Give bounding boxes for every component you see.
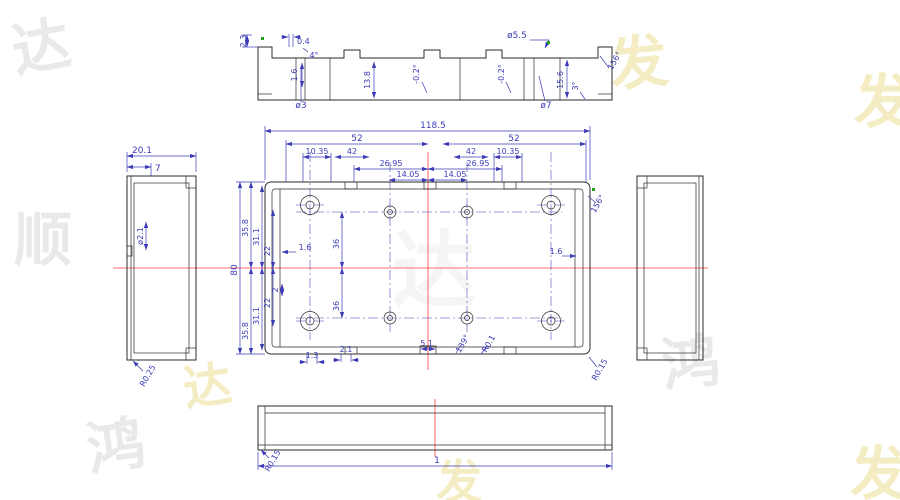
dim-section-dia3: ø3 [295, 101, 306, 111]
boss-hole [541, 195, 561, 215]
watermark-glyph: 达 [180, 356, 235, 418]
dim-plan-10-35-right: 10.35 [497, 147, 520, 156]
dim-section-dia5-5: ø5.5 [507, 31, 527, 41]
watermark-glyph: 发 [436, 455, 482, 500]
dim-plan-80: 80 [230, 264, 240, 276]
front-outline [257, 405, 613, 451]
watermark-glyph: 达 [392, 222, 476, 320]
dim-plan-r0-15: R0.15 [590, 357, 609, 382]
dim-plan-10-35-left: 10.35 [306, 147, 329, 156]
dim-section-draft-a: -0.2° [412, 64, 421, 84]
dim-plan-22-bottom: 22 [263, 298, 272, 308]
screw-hole [383, 311, 397, 325]
dim-plan-2-1: 2.1 [340, 345, 353, 354]
green-mark [547, 41, 550, 44]
watermark-glyph: 发 [850, 440, 900, 500]
center-lines [113, 152, 708, 457]
dim-plan-35-8-bottom: 35.8 [241, 322, 250, 340]
watermark-glyph: 鸿 [82, 408, 149, 483]
watermark-glyph: 鸿 [658, 326, 723, 400]
dim-section-15-6: 15.6 [556, 71, 565, 89]
boss-hole [300, 195, 320, 215]
watermark-glyph: 顺 [14, 206, 72, 274]
dim-plan-35-8-top: 35.8 [241, 219, 250, 237]
dim-plan-26-95-left: 26.95 [380, 159, 403, 168]
dim-plan-2: 2 [271, 287, 280, 292]
dim-section-dia7: ø7 [540, 101, 551, 111]
dim-left-dia2-1: ø2.1 [136, 227, 145, 245]
reference-marks [261, 37, 595, 191]
dim-plan-139deg: 139° [454, 333, 471, 354]
dim-front-1: 1 [434, 456, 440, 466]
green-mark [592, 188, 595, 191]
dim-plan-14-05-right: 14.05 [444, 170, 467, 179]
dim-section-draft-b: -0.2° [497, 64, 506, 84]
dim-plan-118-5: 118.5 [420, 121, 446, 131]
dim-plan-31-1-top: 31.1 [252, 228, 261, 246]
dim-left-7: 7 [155, 164, 161, 174]
dim-plan-14-05-left: 14.05 [397, 170, 420, 179]
dim-plan-1-3: 1.3 [306, 351, 319, 360]
dim-left-20-1: 20.1 [132, 146, 152, 156]
right-side-view [636, 175, 704, 361]
dim-plan-5-1: 5.1 [420, 339, 433, 348]
boss-hole [541, 311, 561, 331]
watermark-glyph: 发 [606, 26, 671, 100]
dim-section-2-3: 2.3 [239, 35, 248, 48]
watermark-glyph: 达 [7, 9, 76, 86]
dim-plan-r0-1: R0.1 [480, 334, 497, 354]
watermarks: 达 顺 鸿 发 发 鸿 发 发 达 达 [7, 9, 900, 500]
green-mark [261, 37, 264, 40]
dim-section-4deg: 4° [309, 51, 318, 60]
watermark-glyph: 发 [854, 68, 900, 136]
section-view: 2.3 0.4 4° 1.6 ø3 13.8 -0.2° -0.2° ø5.5 … [239, 31, 624, 111]
left-side-view: 20.1 7 ø2.1 R0.25 [126, 146, 197, 388]
front-view: 1 R0.15 [257, 405, 613, 473]
dim-left-r0-25: R0.25 [138, 363, 157, 388]
dim-section-13-8: 13.8 [363, 71, 372, 89]
dim-section-1-6: 1.6 [290, 69, 299, 82]
dim-plan-22-top: 22 [263, 246, 272, 256]
screw-hole [460, 205, 474, 219]
dim-front-r0-15: R0.15 [263, 448, 282, 473]
dim-plan-156deg: 156° [589, 193, 606, 214]
dim-section-0-4: 0.4 [297, 37, 310, 46]
dim-plan-42-right: 42 [466, 147, 476, 156]
dim-section-3deg: 3° [571, 81, 580, 90]
dim-plan-31-1-bottom: 31.1 [252, 307, 261, 325]
dim-plan-42-left: 42 [347, 147, 357, 156]
dim-plan-36-bottom: 36 [332, 301, 341, 311]
screw-hole [460, 311, 474, 325]
left-view-outline [126, 175, 197, 361]
dim-plan-52-left: 52 [351, 134, 362, 144]
dim-plan-36-top: 36 [332, 239, 341, 249]
dim-plan-1-6-left: 1.6 [299, 243, 312, 252]
dim-plan-52-right: 52 [508, 134, 519, 144]
screw-hole [383, 205, 397, 219]
boss-hole [300, 311, 320, 331]
right-view-outline [636, 175, 704, 361]
dim-plan-1-6-right: 1.6 [550, 247, 563, 256]
dim-plan-26-95-right: 26.95 [467, 159, 490, 168]
